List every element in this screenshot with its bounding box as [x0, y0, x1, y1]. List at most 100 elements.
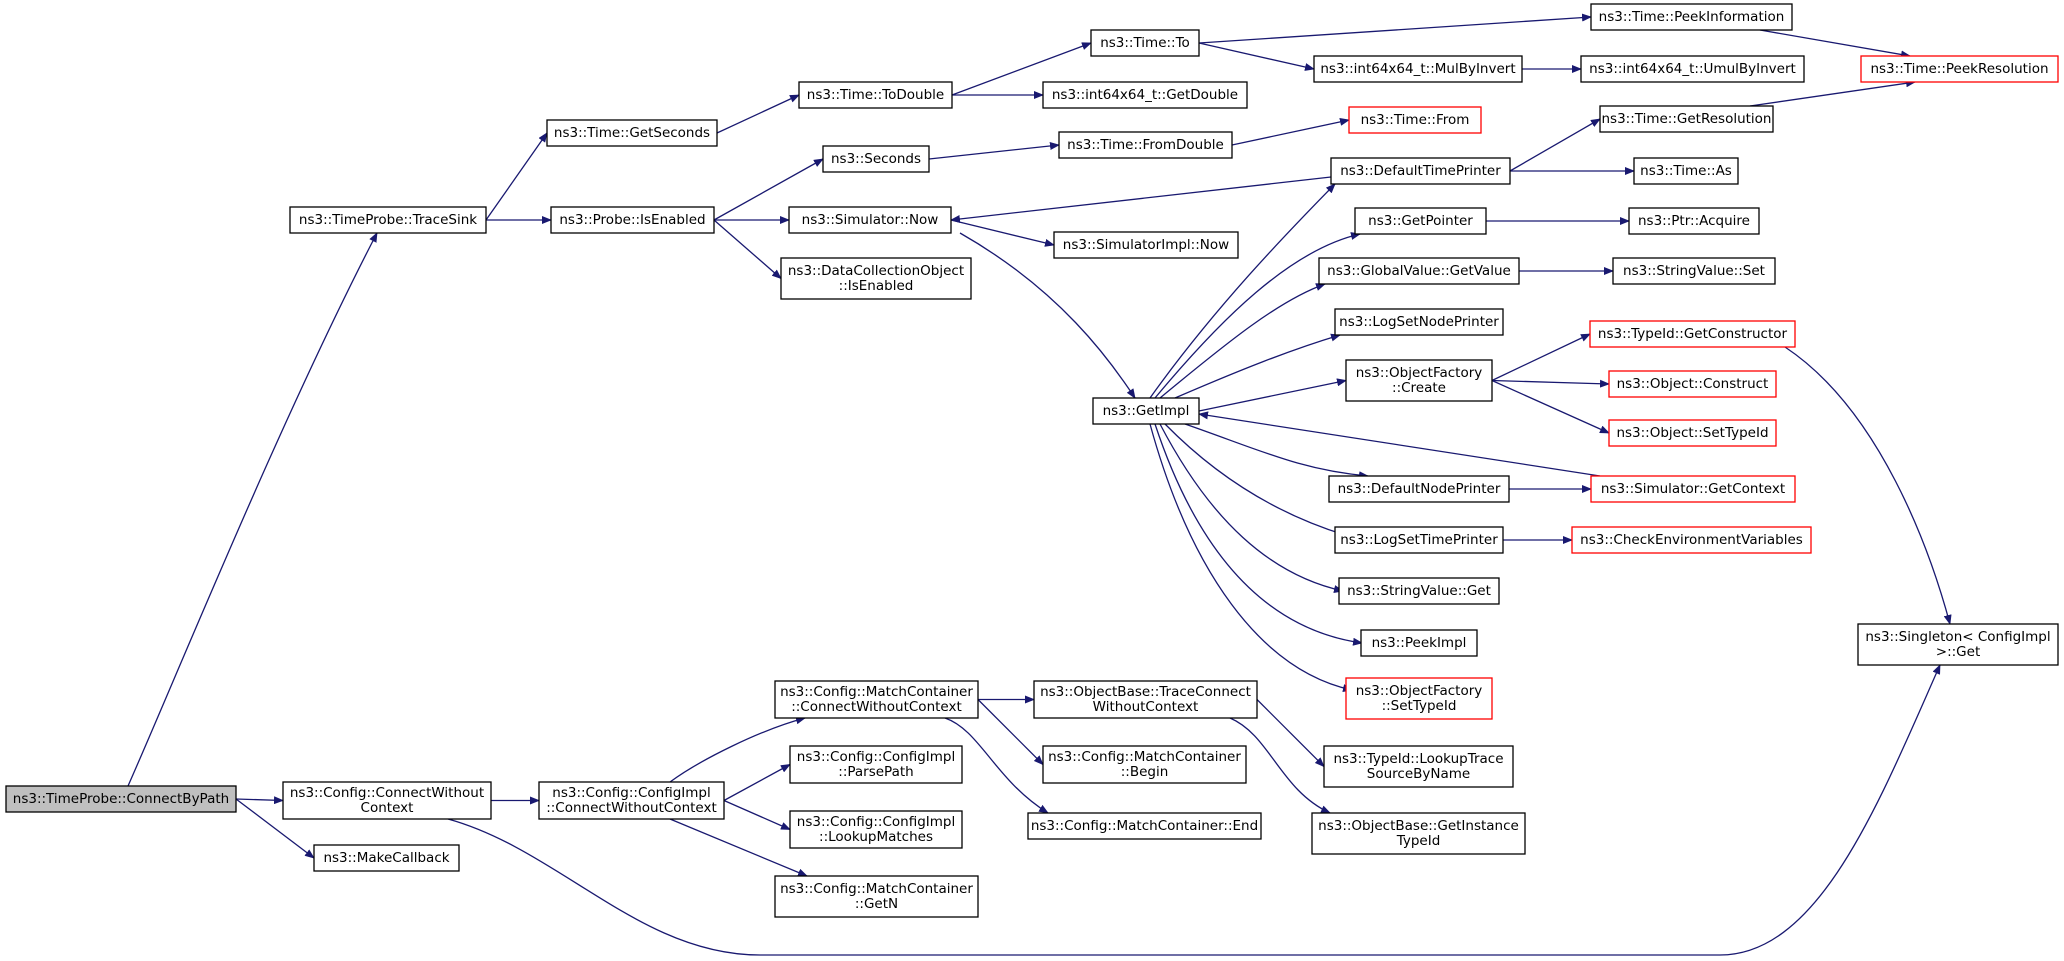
edge-getimpl-to-logsetnodeprinter	[1174, 333, 1341, 399]
node-object_construct[interactable]: ns3::Object::Construct	[1608, 370, 1777, 398]
node-label: ns3::GlobalValue::GetValue	[1327, 263, 1511, 279]
node-probe_isenabled[interactable]: ns3::Probe::IsEnabled	[550, 206, 715, 234]
edge-configimpl_connectwithoutcontext-to-mc_connectwithoutcontext	[669, 716, 806, 783]
node-box	[1345, 677, 1493, 720]
node-time_todouble[interactable]: ns3::Time::ToDouble	[798, 81, 953, 109]
node-objectfactory_create[interactable]: ns3::ObjectFactory::Create	[1345, 359, 1493, 402]
node-label: ::IsEnabled	[839, 278, 914, 294]
edge-getimpl-to-objectfactory_create	[1198, 378, 1347, 412]
node-getpointer[interactable]: ns3::GetPointer	[1354, 207, 1487, 235]
node-configimpl_parsepath[interactable]: ns3::Config::ConfigImpl::ParsePath	[789, 745, 963, 784]
node-time_peekresolution[interactable]: ns3::Time::PeekResolution	[1860, 55, 2059, 83]
node-box	[788, 206, 952, 234]
node-time_as[interactable]: ns3::Time::As	[1633, 157, 1739, 185]
node-objectfactory_settypeid[interactable]: ns3::ObjectFactory::SetTypeId	[1345, 677, 1493, 720]
node-label: ::GetN	[855, 896, 898, 912]
node-ob_traceconnect[interactable]: ns3::ObjectBase::TraceConnectWithoutCont…	[1033, 680, 1258, 719]
node-time_from[interactable]: ns3::Time::From	[1348, 106, 1482, 134]
node-logsetnodeprinter[interactable]: ns3::LogSetNodePrinter	[1334, 308, 1504, 336]
node-int64_mulbyinvert[interactable]: ns3::int64x64_t::MulByInvert	[1313, 55, 1523, 83]
node-box	[789, 810, 963, 849]
node-time_fromdouble[interactable]: ns3::Time::FromDouble	[1058, 131, 1233, 159]
node-time_getseconds[interactable]: ns3::Time::GetSeconds	[546, 119, 718, 147]
node-label: ns3::DefaultNodePrinter	[1338, 481, 1501, 497]
node-label: ns3::Ptr::Acquire	[1638, 213, 1750, 229]
node-typeid_getconstructor[interactable]: ns3::TypeId::GetConstructor	[1589, 320, 1796, 348]
node-box	[1033, 680, 1258, 719]
node-int64_getdouble[interactable]: ns3::int64x64_t::GetDouble	[1042, 81, 1248, 109]
node-checkenvvars[interactable]: ns3::CheckEnvironmentVariables	[1571, 526, 1812, 554]
edge-getimpl-to-defaultnodeprinter	[1184, 423, 1369, 480]
node-label: ns3::Simulator::GetContext	[1601, 481, 1785, 497]
node-connectbypath[interactable]: ns3::TimeProbe::ConnectByPath	[5, 785, 237, 813]
node-cfg_connectwithoutcontext[interactable]: ns3::Config::ConnectWithoutContext	[282, 781, 492, 820]
node-label: ns3::ObjectFactory	[1356, 365, 1483, 381]
node-label: ns3::TimeProbe::TraceSink	[299, 212, 477, 228]
node-layer: ns3::TimeProbe::ConnectByPath ns3::TimePr…	[5, 3, 2059, 918]
node-time_peekinformation[interactable]: ns3::Time::PeekInformation	[1590, 3, 1793, 31]
node-label: ns3::Config::MatchContainer	[780, 881, 973, 897]
edge-getimpl-to-defaulttimeprinter	[1149, 183, 1336, 399]
node-box	[1053, 231, 1239, 259]
node-box	[798, 81, 953, 109]
node-label: ns3::Time::GetResolution	[1601, 111, 1771, 127]
node-simulator_now[interactable]: ns3::Simulator::Now	[788, 206, 952, 234]
node-box	[1323, 745, 1514, 788]
node-mc_end[interactable]: ns3::Config::MatchContainer::End	[1027, 812, 1262, 840]
node-seconds[interactable]: ns3::Seconds	[822, 145, 930, 173]
edge-time_fromdouble-to-time_from	[1231, 117, 1350, 146]
node-dco_isenabled[interactable]: ns3::DataCollectionObject::IsEnabled	[780, 257, 972, 300]
node-mc_begin[interactable]: ns3::Config::MatchContainer::Begin	[1042, 745, 1247, 784]
node-configimpl_lookupmatches[interactable]: ns3::Config::ConfigImpl::LookupMatches	[789, 810, 963, 849]
node-box	[1608, 370, 1777, 398]
node-peekimpl[interactable]: ns3::PeekImpl	[1360, 629, 1478, 657]
node-label: ns3::DefaultTimePrinter	[1340, 163, 1501, 179]
node-box	[282, 781, 492, 820]
node-stringvalue_get[interactable]: ns3::StringValue::Get	[1338, 577, 1500, 605]
node-label: ns3::Time::ToDouble	[807, 87, 944, 103]
node-label: ns3::Time::GetSeconds	[554, 125, 710, 141]
node-stringvalue_set[interactable]: ns3::StringValue::Set	[1612, 257, 1776, 285]
node-box	[538, 781, 725, 820]
edge-seconds-to-time_fromdouble	[928, 141, 1060, 160]
node-singleton_get[interactable]: ns3::Singleton< ConfigImpl >::Get	[1857, 623, 2059, 666]
node-getimpl[interactable]: ns3::GetImpl	[1092, 397, 1200, 425]
edge-configimpl_connectwithoutcontext-to-configimpl_parsepath	[723, 763, 791, 802]
node-mc_getn[interactable]: ns3::Config::MatchContainer::GetN	[774, 875, 979, 918]
node-ptr_acquire[interactable]: ns3::Ptr::Acquire	[1628, 207, 1760, 235]
node-label: ns3::ObjectBase::TraceConnect	[1040, 684, 1251, 700]
node-label: ns3::GetPointer	[1368, 213, 1473, 229]
node-tracesink[interactable]: ns3::TimeProbe::TraceSink	[289, 206, 487, 234]
node-label: ns3::GetImpl	[1103, 403, 1190, 419]
edge-probe_isenabled-to-dco_isenabled	[713, 219, 782, 280]
node-configimpl_connectwithoutcontext[interactable]: ns3::Config::ConfigImpl::ConnectWithoutC…	[538, 781, 725, 820]
node-label: ns3::StringValue::Set	[1623, 263, 1765, 279]
node-defaulttimeprinter[interactable]: ns3::DefaultTimePrinter	[1330, 157, 1511, 185]
node-label: ns3::Object::SetTypeId	[1616, 425, 1768, 441]
node-mc_connectwithoutcontext[interactable]: ns3::Config::MatchContainer::ConnectWith…	[774, 680, 979, 719]
node-label: ns3::TypeId::LookupTrace	[1333, 751, 1503, 767]
node-int64_umulbyinvert[interactable]: ns3::int64x64_t::UmulByInvert	[1580, 55, 1805, 83]
node-time_to[interactable]: ns3::Time::To	[1090, 29, 1200, 57]
node-globalvalue_getvalue[interactable]: ns3::GlobalValue::GetValue	[1318, 257, 1520, 285]
edge-simulator_now-to-getimpl	[959, 232, 1136, 399]
node-box	[1354, 207, 1487, 235]
node-time_getresolution[interactable]: ns3::Time::GetResolution	[1599, 105, 1774, 133]
node-simulator_getcontext[interactable]: ns3::Simulator::GetContext	[1590, 475, 1796, 503]
edge-mc_connectwithoutcontext-to-mc_begin	[977, 699, 1044, 766]
node-box	[1571, 526, 1812, 554]
edge-connectbypath-to-makecallback	[235, 798, 315, 859]
node-simimpl_now[interactable]: ns3::SimulatorImpl::Now	[1053, 231, 1239, 259]
node-box	[1338, 577, 1500, 605]
node-box	[780, 257, 972, 300]
node-box	[774, 875, 979, 918]
node-logsettimeprinter[interactable]: ns3::LogSetTimePrinter	[1334, 526, 1504, 554]
edge-getimpl-to-logsettimeprinter	[1164, 423, 1346, 537]
node-object_settypeid[interactable]: ns3::Object::SetTypeId	[1608, 419, 1777, 447]
node-box	[1580, 55, 1805, 83]
node-label: SourceByName	[1367, 766, 1470, 782]
node-makecallback[interactable]: ns3::MakeCallback	[313, 844, 460, 872]
node-defaultnodeprinter[interactable]: ns3::DefaultNodePrinter	[1328, 475, 1510, 503]
